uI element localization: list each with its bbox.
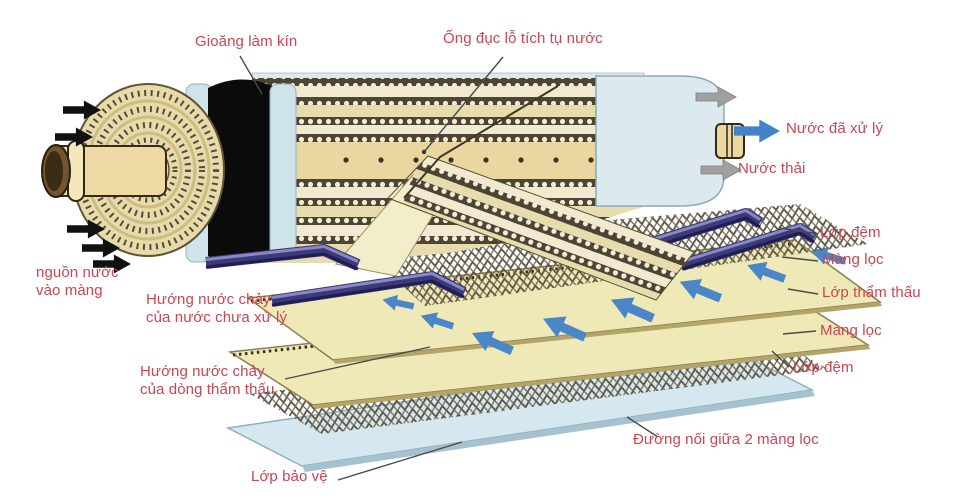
- leader-line: [423, 56, 504, 153]
- feed-channel-bar: [271, 271, 467, 307]
- membrane-top-label: Màng lọc: [822, 251, 884, 268]
- leader-line: [779, 227, 819, 235]
- waste-water-label: Nước thải: [738, 160, 806, 177]
- central-tube: [41, 140, 167, 202]
- gasket-label: Gioăng làm kín: [195, 33, 298, 50]
- feed-channel-bar: [680, 223, 818, 271]
- membrane-seam-label: Đường nối giữa 2 màng lọc: [633, 431, 819, 448]
- permeate-flow-label: Hướng nước chảy của dòng thẩm thấu: [140, 363, 275, 398]
- leader-line: [626, 416, 659, 438]
- feed-source-label: nguồn nước vào màng: [36, 264, 119, 299]
- treated-water-label: Nước đã xử lý: [786, 120, 884, 137]
- leader-line: [787, 288, 819, 295]
- leader-lines: [239, 55, 819, 481]
- leader-line: [782, 330, 817, 335]
- feed-channel-bar: [634, 208, 764, 254]
- spacer-bottom-label: Lớp đệm: [793, 359, 854, 376]
- feed-flow-label: Hướng nước chảy của nước chưa xử lý: [146, 291, 288, 326]
- gasket-ring-right: [269, 83, 297, 261]
- gasket-black-band: [208, 79, 272, 263]
- membrane-bottom-label: Màng lọc: [820, 322, 882, 339]
- permeate-layer-label: Lớp thẩm thấu: [822, 284, 921, 301]
- leader-line: [337, 441, 463, 481]
- protective-layer-label: Lớp bảo vệ: [251, 468, 328, 485]
- spacer-top-label: Lớp đệm: [820, 224, 881, 241]
- feed-channel-bar: [205, 244, 361, 271]
- leader-line: [239, 55, 263, 95]
- leader-line: [781, 256, 819, 262]
- leader-line: [771, 350, 790, 368]
- collector-tube-label: Ống đục lỗ tích tụ nước: [443, 30, 603, 47]
- leader-line: [284, 346, 431, 380]
- feed-channel-bars-right: [634, 208, 818, 271]
- feed-channel-bars-left: [205, 244, 467, 307]
